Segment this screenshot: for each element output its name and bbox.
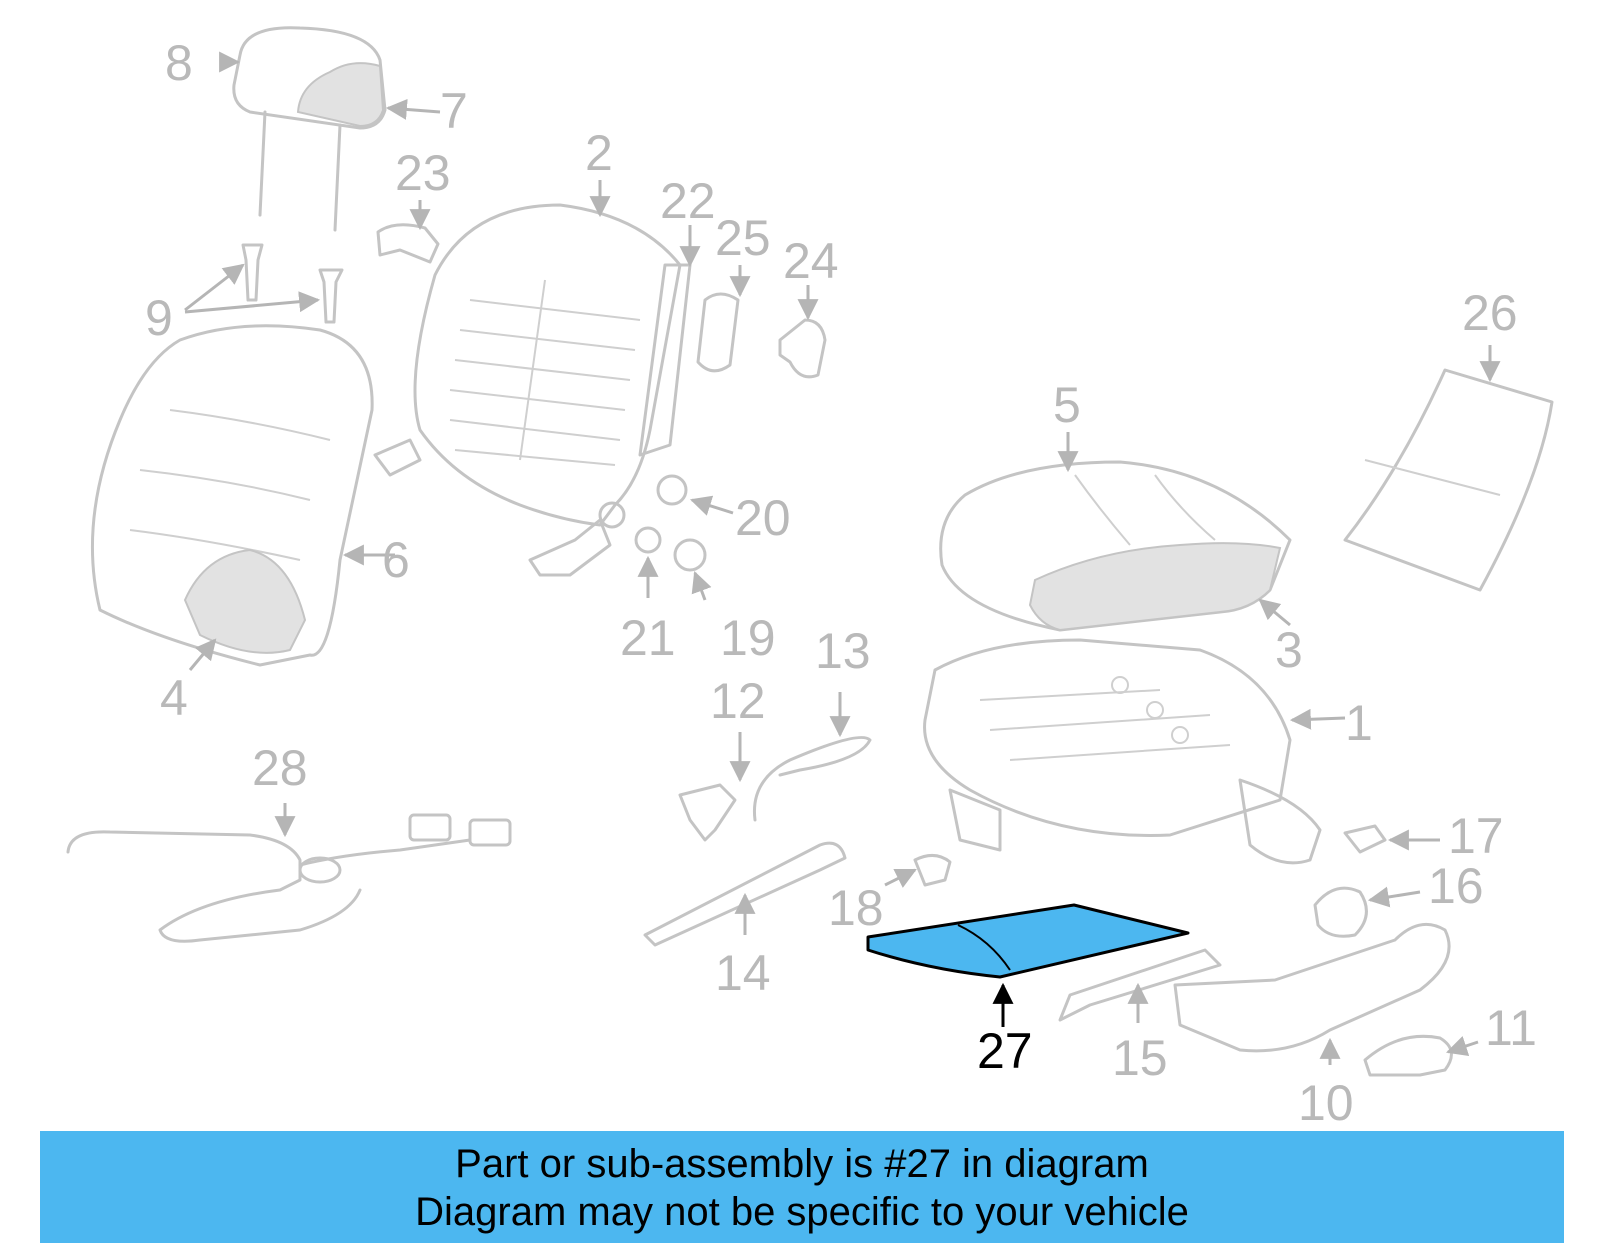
callout-7: 7 bbox=[440, 83, 468, 139]
gear-19 bbox=[673, 538, 707, 572]
callout-24: 24 bbox=[783, 233, 839, 289]
callout-22: 22 bbox=[660, 173, 716, 229]
seat-cushion-cover bbox=[939, 460, 1292, 632]
cable-13 bbox=[752, 736, 872, 822]
leader-lines bbox=[184, 51, 1501, 1065]
lever-11 bbox=[1363, 1034, 1453, 1077]
wire-harness-28 bbox=[66, 813, 512, 943]
knob-25 bbox=[696, 292, 740, 373]
callout-19: 19 bbox=[720, 610, 776, 666]
callout-10: 10 bbox=[1298, 1075, 1354, 1131]
callout-8: 8 bbox=[165, 35, 193, 91]
callout-1: 1 bbox=[1345, 695, 1373, 751]
highlighted-part-27 bbox=[866, 903, 1190, 979]
trim-14 bbox=[643, 841, 847, 947]
trim-15 bbox=[1058, 948, 1222, 1022]
callout-28: 28 bbox=[252, 740, 308, 796]
seatback-panel-22 bbox=[638, 263, 692, 457]
knob-24 bbox=[778, 318, 827, 379]
headrest bbox=[232, 26, 387, 232]
callout-15: 15 bbox=[1112, 1030, 1168, 1086]
headrest-guides bbox=[241, 243, 344, 324]
callout-2: 2 bbox=[585, 125, 613, 181]
knob-16 bbox=[1313, 886, 1368, 938]
callout-26: 26 bbox=[1462, 285, 1518, 341]
callout-17: 17 bbox=[1448, 808, 1504, 864]
info-banner: Part or sub-assembly is #27 in diagram D… bbox=[40, 1131, 1564, 1243]
seatback-frame bbox=[373, 203, 682, 577]
callout-9: 9 bbox=[145, 290, 173, 346]
callout-23: 23 bbox=[395, 145, 451, 201]
callout-3: 3 bbox=[1275, 622, 1303, 678]
cover-23 bbox=[376, 223, 440, 264]
side-shield-10 bbox=[1173, 922, 1451, 1053]
callout-numbers: 8 7 2 23 22 25 24 9 26 5 20 6 21 19 3 13… bbox=[145, 35, 1537, 1131]
callout-20: 20 bbox=[735, 490, 791, 546]
clip-18 bbox=[913, 854, 952, 887]
banner-line-part: Part or sub-assembly is #27 in diagram bbox=[455, 1142, 1149, 1186]
callout-13: 13 bbox=[815, 623, 871, 679]
seatback-cover bbox=[90, 324, 374, 667]
seat-cushion-frame bbox=[923, 638, 1322, 865]
gear-20 bbox=[656, 474, 688, 506]
callout-16: 16 bbox=[1428, 858, 1484, 914]
panel-26 bbox=[1343, 368, 1554, 592]
callout-25: 25 bbox=[715, 210, 771, 266]
ring-21 bbox=[634, 526, 662, 554]
callout-5: 5 bbox=[1053, 377, 1081, 433]
banner-line-disclaimer: Diagram may not be specific to your vehi… bbox=[415, 1190, 1189, 1234]
clip-17 bbox=[1343, 824, 1387, 854]
callout-4: 4 bbox=[160, 670, 188, 726]
callout-6: 6 bbox=[382, 532, 410, 588]
callout-14: 14 bbox=[715, 945, 771, 1001]
callout-11: 11 bbox=[1485, 1000, 1537, 1056]
bracket-12 bbox=[678, 783, 737, 842]
callout-12: 12 bbox=[710, 673, 766, 729]
callout-18: 18 bbox=[828, 880, 884, 936]
callout-27-highlighted: 27 bbox=[977, 1023, 1033, 1079]
callout-21: 21 bbox=[620, 610, 676, 666]
